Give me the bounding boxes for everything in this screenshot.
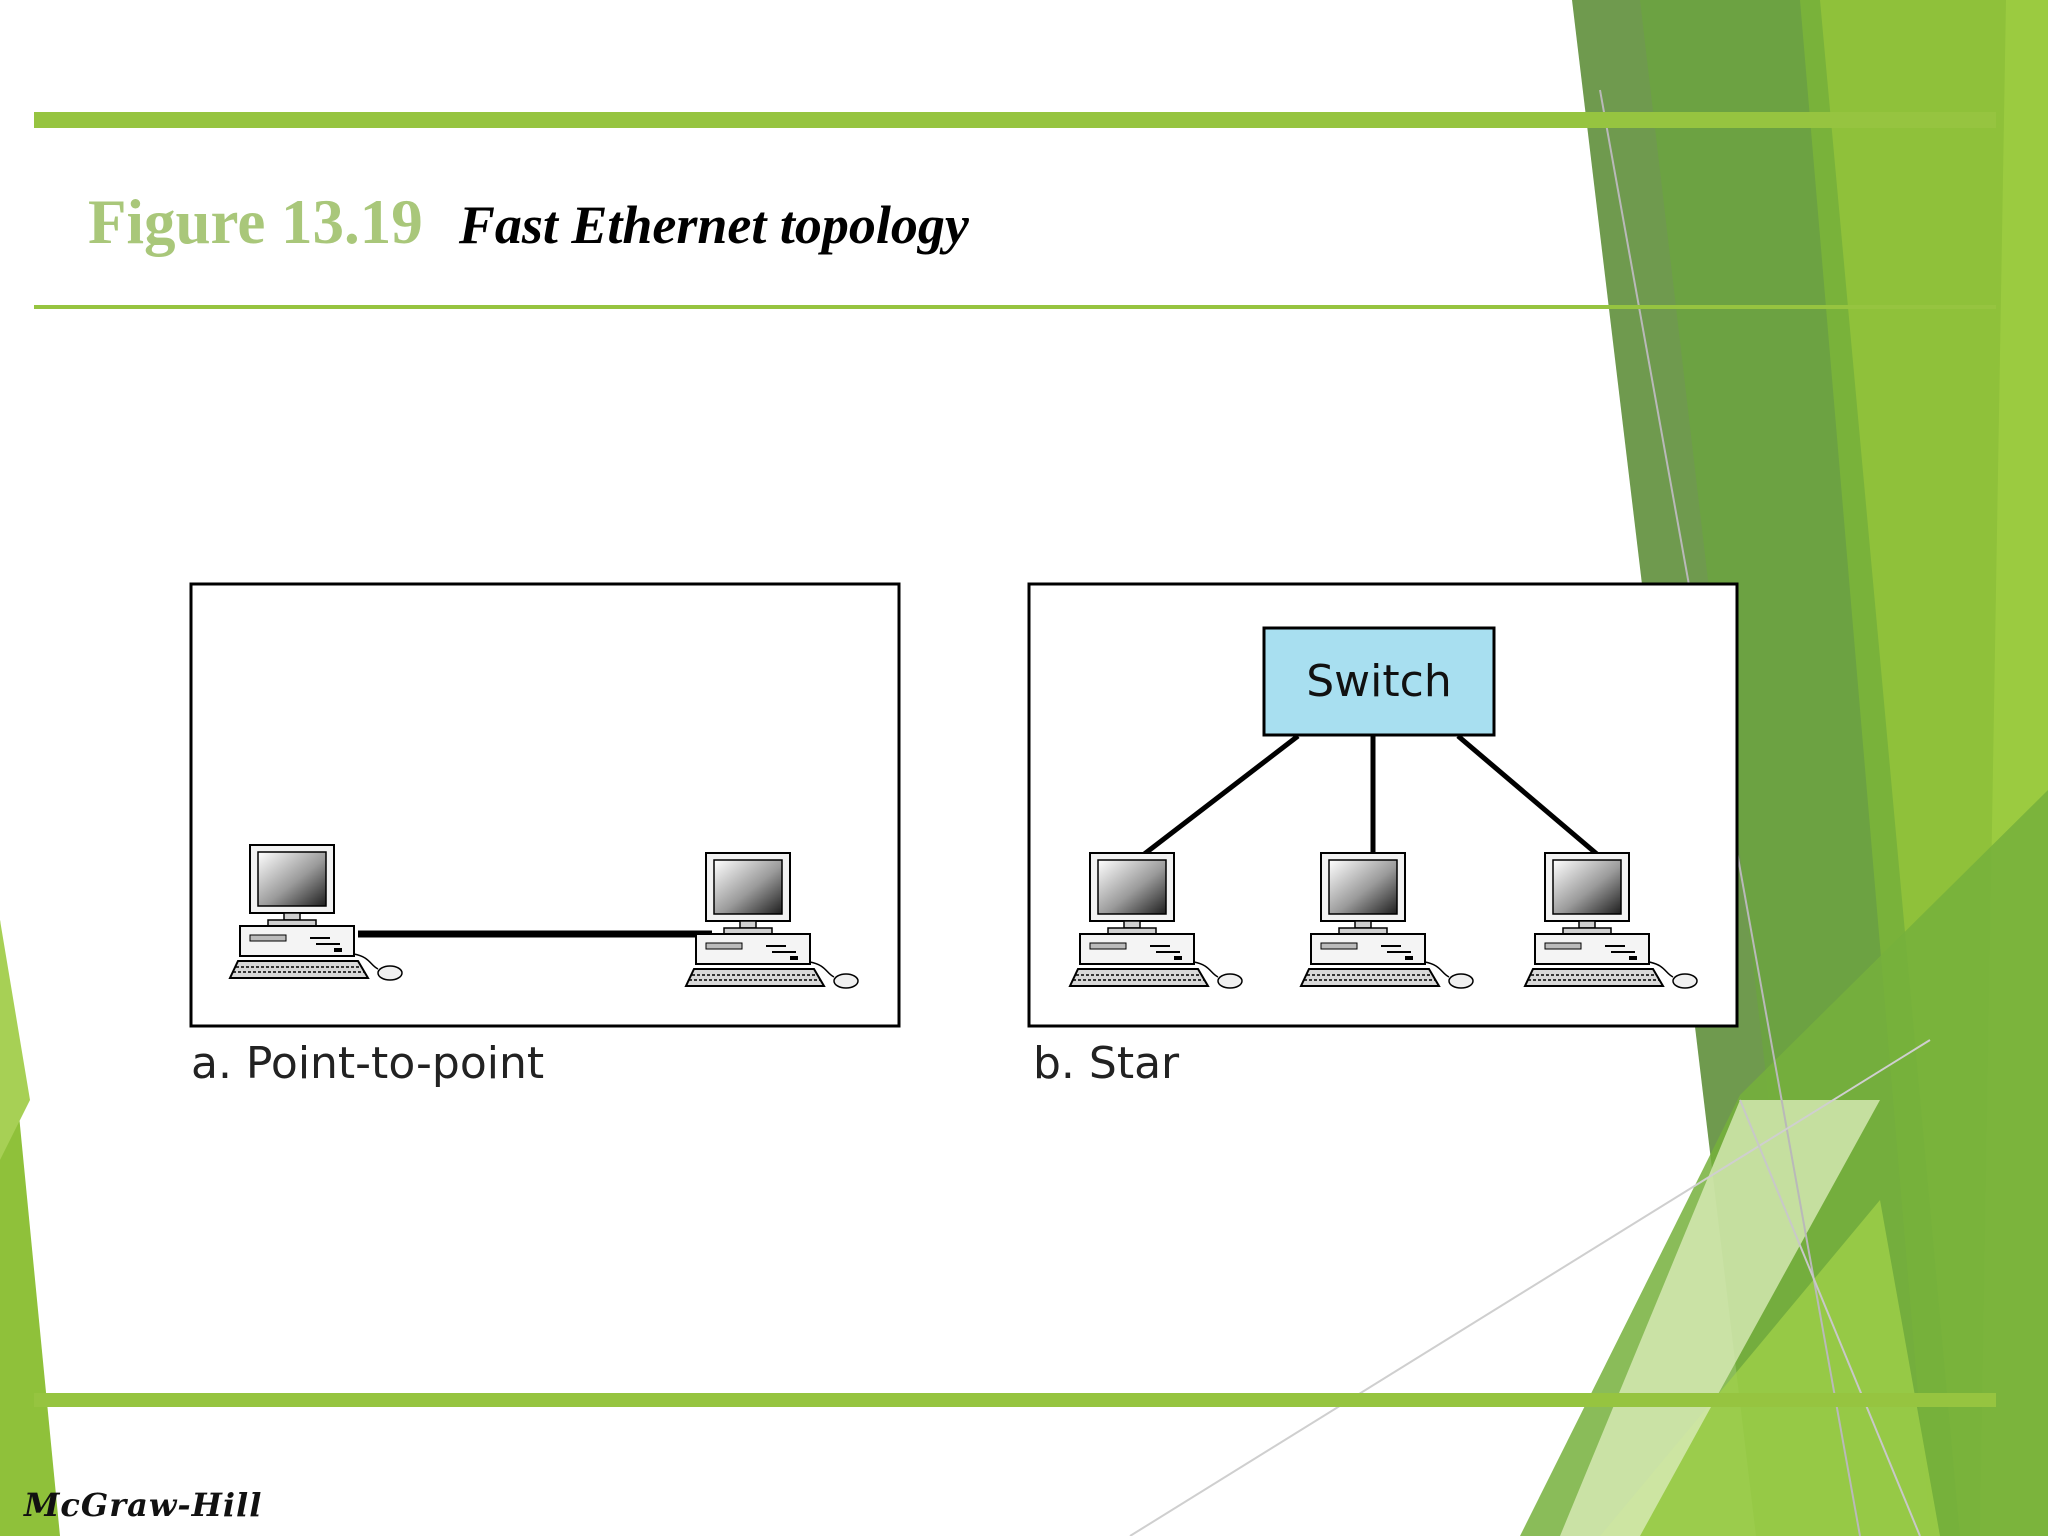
publisher-logo: McGraw-Hill [24,1486,263,1524]
star-link [1456,734,1600,857]
header-rule-bottom [34,305,1996,309]
panel-point-to-point: a. Point-to-point [189,582,901,1089]
switch-label: Switch [1306,656,1451,707]
figure-number: Figure 13.19 [88,187,423,257]
header-rule-top [34,112,1996,128]
panel-a-caption: a. Point-to-point [191,1038,544,1089]
panel-star: Switch b. Star [1027,582,1739,1089]
figure-title: Fast Ethernet topology [458,195,969,255]
footer-rule [34,1393,1996,1407]
slide-title: Figure 13.19 Fast Ethernet topology [88,186,969,259]
panel-b-caption: b. Star [1033,1038,1180,1089]
star-link [1141,734,1300,857]
switch-box [1262,626,1496,737]
